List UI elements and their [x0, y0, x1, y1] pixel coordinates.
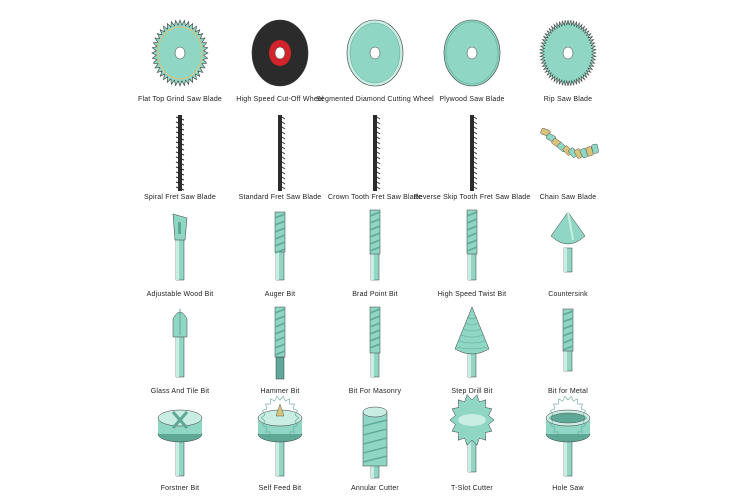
tool-card: Reverse Skip Tooth Fret Saw Blade	[397, 106, 547, 203]
auger-bit-icon	[274, 211, 286, 281]
glass-tile-bit-icon	[172, 309, 188, 378]
tool-label: Segmented Diamond Cutting Wheel	[316, 96, 434, 103]
tool-card: Chain Saw Blade	[493, 106, 643, 203]
tool-card: Self Feed Bit	[205, 395, 355, 494]
tool-label: Plywood Saw Blade	[439, 96, 505, 103]
metal-bit-icon	[562, 308, 574, 372]
t-slot-cutter-icon	[449, 394, 495, 473]
tool-label: Auger Bit	[264, 291, 296, 298]
tool-label: Annular Cutter	[351, 485, 399, 492]
tool-label: Hole Saw	[552, 485, 584, 492]
tool-label: Bit For Masonry	[348, 388, 402, 395]
tool-card: Brad Point Bit	[300, 203, 450, 300]
hole-saw-icon	[545, 395, 591, 477]
tool-card: Bit For Masonry	[300, 300, 450, 397]
circular-saw-blade-icon	[151, 19, 209, 87]
tool-card: High Speed Cut-Off Wheel	[205, 8, 355, 105]
tool-card: Annular Cutter	[300, 397, 450, 494]
hammer-bit-icon	[274, 306, 286, 380]
tool-label: Glass And Tile Bit	[150, 388, 210, 395]
tool-label: T-Slot Cutter	[451, 485, 493, 492]
tool-card: Rip Saw Blade	[493, 8, 643, 105]
masonry-bit-icon	[369, 306, 381, 378]
tool-label: Hammer Bit	[260, 388, 300, 395]
tool-card: Countersink	[493, 203, 643, 300]
tool-card: Plywood Saw Blade	[397, 8, 547, 105]
adjustable-bit-icon	[172, 213, 188, 281]
tool-label: Bit for Metal	[548, 388, 588, 395]
step-drill-icon	[454, 306, 490, 378]
tool-card: Crown Tooth Fret Saw Blade	[300, 106, 450, 203]
tool-label: Forstner Bit	[160, 485, 200, 492]
tool-label: Reverse Skip Tooth Fret Saw Blade	[413, 194, 531, 201]
twist-bit-icon	[466, 209, 478, 281]
fret-blade-icon	[278, 115, 286, 191]
brad-point-bit-icon	[369, 209, 381, 281]
cut-off-wheel-icon	[251, 19, 309, 87]
tool-label: Standard Fret Saw Blade	[238, 194, 322, 201]
tool-card: Glass And Tile Bit	[105, 300, 255, 397]
chain-icon	[540, 128, 599, 159]
tool-card: Flat Top Grind Saw Blade	[105, 8, 255, 105]
tool-label: Brad Point Bit	[352, 291, 398, 298]
tool-card: T-Slot Cutter	[397, 394, 547, 494]
tool-label: Self Feed Bit	[258, 485, 302, 492]
tool-card: Auger Bit	[205, 203, 355, 300]
diamond-wheel-icon	[346, 19, 404, 87]
tool-label: Chain Saw Blade	[539, 194, 597, 201]
tool-label: High Speed Twist Bit	[437, 291, 507, 298]
tool-card: Standard Fret Saw Blade	[205, 106, 355, 203]
tool-card: High Speed Twist Bit	[397, 203, 547, 300]
tool-card: Spiral Fret Saw Blade	[105, 106, 255, 203]
tool-label: Rip Saw Blade	[543, 96, 593, 103]
tool-label: Adjustable Wood Bit	[146, 291, 214, 298]
crown-fret-blade-icon	[373, 115, 381, 191]
tool-card: Hole Saw	[493, 395, 643, 494]
skip-tooth-blade-icon	[470, 115, 478, 191]
self-feed-bit-icon	[257, 395, 303, 477]
tool-card: Hammer Bit	[205, 300, 355, 397]
annular-cutter-icon	[362, 406, 388, 479]
tool-label: Countersink	[548, 291, 588, 298]
tool-label: Spiral Fret Saw Blade	[144, 194, 216, 201]
tool-card: Step Drill Bit	[397, 300, 547, 397]
tool-label: Crown Tooth Fret Saw Blade	[327, 194, 423, 201]
tool-label: Step Drill Bit	[451, 388, 493, 395]
spiral-fret-blade-icon	[175, 115, 185, 191]
tool-card: Segmented Diamond Cutting Wheel	[300, 8, 450, 105]
rip-saw-blade-icon	[538, 19, 597, 87]
tool-card: Adjustable Wood Bit	[105, 203, 255, 300]
forstner-bit-icon	[157, 409, 203, 477]
countersink-icon	[550, 211, 586, 273]
tool-card: Bit for Metal	[493, 300, 643, 397]
tool-label: High Speed Cut-Off Wheel	[236, 96, 324, 103]
tool-label: Flat Top Grind Saw Blade	[137, 96, 223, 103]
tool-card: Forstner Bit	[105, 397, 255, 494]
plywood-blade-icon	[443, 19, 501, 87]
